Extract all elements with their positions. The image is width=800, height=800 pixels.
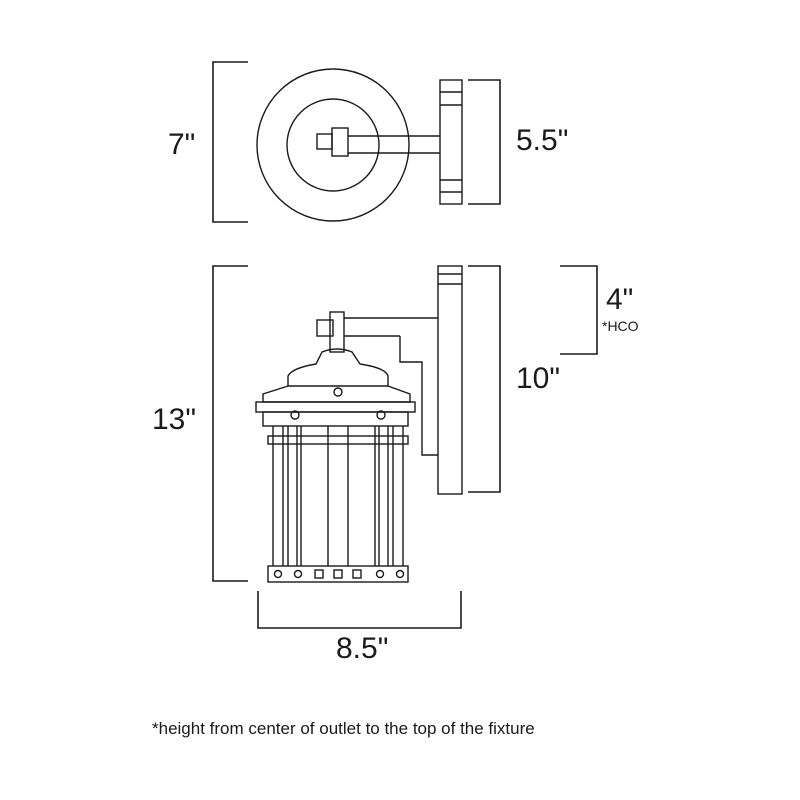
lantern-top-band (255, 401, 416, 413)
depth-label: 7" (168, 128, 196, 161)
backplate-width-bracket (468, 79, 501, 205)
outlet-height-bracket (560, 265, 598, 355)
top-view-arm-joint (331, 127, 349, 157)
front-view (255, 265, 463, 583)
top-view (256, 68, 463, 222)
front-view-backplate (437, 265, 463, 495)
outlet-height-label: 4" (606, 283, 634, 316)
top-view-inner-ring (286, 98, 380, 192)
backplate-width-label: 5.5" (516, 124, 569, 157)
front-view-knob (316, 319, 334, 337)
overall-width-label: 8.5" (336, 632, 389, 665)
backplate-height-bracket (468, 265, 501, 493)
hco-marker: *HCO (602, 318, 639, 334)
lantern-roof (262, 348, 411, 403)
lantern-ring (267, 435, 409, 445)
top-view-backplate (439, 79, 463, 205)
overall-height-bracket (212, 265, 248, 582)
footnote: *height from center of outlet to the top… (152, 719, 535, 738)
top-view-outer-ring (256, 68, 410, 222)
depth-dimension-bracket (212, 61, 248, 223)
backplate-height-label: 10" (516, 362, 561, 395)
front-view-mount (329, 311, 345, 353)
top-view-knob (316, 133, 333, 150)
lantern-bottom-band (267, 565, 409, 583)
overall-width-bracket (257, 591, 462, 629)
overall-height-label: 13" (152, 403, 197, 436)
finial-screw (333, 387, 343, 397)
